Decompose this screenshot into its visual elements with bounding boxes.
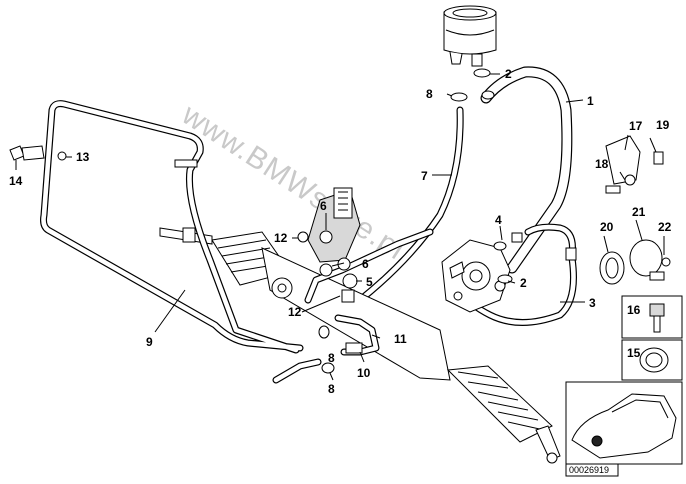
- callout-10[interactable]: 10: [357, 366, 371, 380]
- seal-ring-8-lower[interactable]: [321, 362, 335, 374]
- leader-lines: [15, 73, 665, 381]
- diagram-code: 00026919: [569, 465, 609, 475]
- return-hose[interactable]: [480, 66, 573, 274]
- callout-18[interactable]: 18: [595, 157, 609, 171]
- fitting-12-lower[interactable]: [341, 289, 355, 303]
- callout-21[interactable]: 21: [632, 205, 646, 219]
- callout-17[interactable]: 17: [629, 119, 643, 133]
- callout-6-top[interactable]: 6: [320, 199, 327, 213]
- seal-ring-8-upper[interactable]: [318, 325, 330, 339]
- bracket-14[interactable]: [9, 145, 45, 161]
- callout-4[interactable]: 4: [495, 213, 502, 227]
- callout-19[interactable]: 19: [656, 118, 670, 132]
- bracket-17[interactable]: [605, 135, 641, 186]
- callout-2-top[interactable]: 2: [505, 67, 512, 81]
- cooling-loop[interactable]: [40, 100, 322, 384]
- callout-8-top[interactable]: 8: [426, 87, 433, 101]
- callout-13[interactable]: 13: [76, 150, 90, 164]
- seal-ring-6-upper[interactable]: [319, 230, 333, 244]
- callout-12-top[interactable]: 12: [274, 231, 288, 245]
- callout-2-lower[interactable]: 2: [520, 276, 527, 290]
- callout-8-lower[interactable]: 8: [328, 382, 335, 396]
- hose-clamp-top-left[interactable]: [450, 92, 468, 102]
- callout-6-mid[interactable]: 6: [362, 257, 369, 271]
- power-steering-pump[interactable]: [441, 239, 511, 313]
- bolt-18[interactable]: [605, 185, 621, 194]
- callout-labels: 1 2 2 3 4 5 6 6 7 8 8 8 9 10 11 12 12 13…: [9, 67, 672, 396]
- part-box-16[interactable]: [621, 295, 683, 339]
- callout-22[interactable]: 22: [658, 220, 672, 234]
- callout-5[interactable]: 5: [366, 275, 373, 289]
- vehicle-thumbnail: [565, 381, 683, 465]
- callout-9[interactable]: 9: [146, 335, 153, 349]
- callout-14[interactable]: 14: [9, 174, 23, 188]
- banjo-fitting[interactable]: [493, 232, 523, 251]
- callout-15[interactable]: 15: [627, 346, 641, 360]
- hose-clamp-top-right[interactable]: [473, 68, 491, 78]
- seal-ring-12-upper[interactable]: [297, 231, 309, 243]
- location-marker: [591, 435, 603, 447]
- clamp-21[interactable]: [629, 239, 665, 281]
- callout-20[interactable]: 20: [600, 220, 614, 234]
- nut-22[interactable]: [661, 257, 671, 267]
- callout-8-mid[interactable]: 8: [328, 351, 335, 365]
- callout-3[interactable]: 3: [589, 296, 596, 310]
- callout-7[interactable]: 7: [421, 169, 428, 183]
- cap-nut-5[interactable]: [342, 273, 358, 289]
- seal-ring-6-mid[interactable]: [319, 263, 333, 277]
- bushing-20[interactable]: [599, 251, 625, 285]
- banjo-bolt-8[interactable]: [345, 342, 363, 354]
- fluid-reservoir[interactable]: [443, 5, 497, 67]
- nut-13[interactable]: [57, 151, 67, 161]
- bolt-19[interactable]: [653, 151, 664, 165]
- callout-16[interactable]: 16: [627, 303, 641, 317]
- part-box-15[interactable]: [621, 339, 683, 381]
- callout-11[interactable]: 11: [394, 332, 407, 346]
- callout-12-lower[interactable]: 12: [288, 305, 302, 319]
- callout-1[interactable]: 1: [587, 94, 594, 108]
